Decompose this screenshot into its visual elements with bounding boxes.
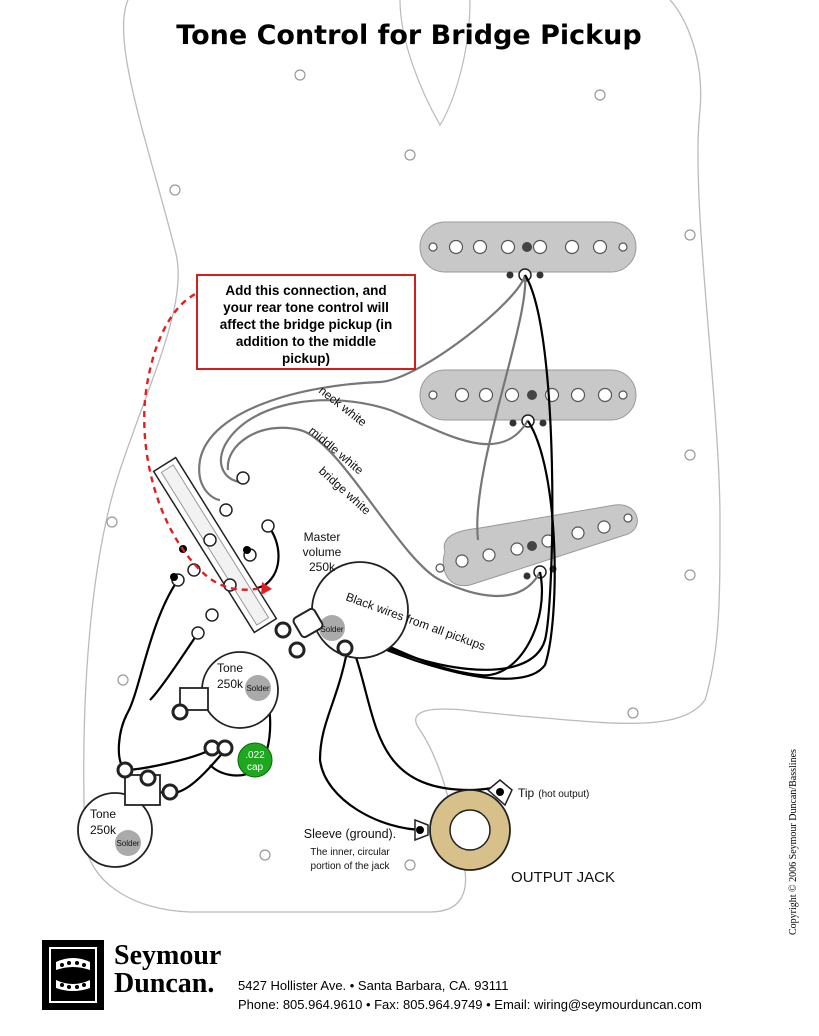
master-volume-value: 250k: [309, 560, 336, 574]
jack-sleeve-note2: portion of the jack: [311, 861, 391, 872]
screw-holes: [106, 69, 696, 871]
tone-pot-bridge: [77, 761, 179, 868]
tone2-solder: Solder: [116, 839, 139, 848]
brand-line-2: Duncan.: [114, 968, 215, 999]
copyright: Copyright © 2006 Seymour Duncan/Bassline…: [788, 749, 799, 935]
brand-name: Seymour Duncan.: [114, 942, 221, 998]
tone-pot-middle: [171, 651, 279, 757]
pickguard-outline: [83, 0, 721, 913]
diagram-title: Tone Control for Bridge Pickup: [176, 20, 641, 51]
master-volume-solder: Solder: [320, 625, 343, 634]
cap-unit: cap: [247, 762, 264, 773]
callout-line-4: addition to the middle: [235, 334, 377, 349]
tone1-solder: Solder: [246, 684, 269, 693]
tone1-label: Tone: [217, 661, 243, 675]
neck-white-label: neck white: [316, 383, 370, 429]
callout-line-2: your rear tone control will: [223, 300, 389, 315]
callout-box: Add this connection, and your rear tone …: [196, 274, 416, 370]
jack-sleeve-note1: The inner, circular: [310, 847, 390, 858]
bridge-pickup: [435, 504, 638, 587]
output-jack: [414, 779, 513, 871]
cap-value: .022: [245, 750, 265, 761]
callout-line-1: Add this connection, and: [225, 283, 387, 298]
bridge-white-label: bridge white: [316, 464, 374, 518]
middle-pickup: [419, 369, 637, 428]
callout-line-5: pickup): [281, 351, 330, 366]
tone1-value: 250k: [217, 677, 244, 691]
brand-line-1: Seymour: [114, 940, 222, 971]
master-volume-pot: [274, 561, 409, 659]
arrow-head: [261, 582, 272, 595]
added-connection-arrow: [143, 288, 263, 591]
jack-name: OUTPUT JACK: [511, 869, 615, 886]
pickguard-inner-curve: [399, 0, 471, 127]
footer: Seymour Duncan. 5427 Hollister Ave. • Sa…: [42, 940, 802, 1030]
seymour-duncan-logo: [42, 940, 104, 1010]
jack-tip: Tip(hot output): [518, 786, 589, 800]
middle-white-label: middle white: [306, 424, 366, 478]
master-volume-label2: volume: [303, 545, 342, 559]
callout-line-3: affect the bridge pickup (in: [219, 317, 393, 332]
white-wires: [198, 274, 541, 597]
logo-icon: [49, 947, 97, 1003]
capacitor: [237, 742, 273, 778]
master-volume-label: Master: [304, 530, 341, 544]
footer-contact: Phone: 805.964.9610 • Fax: 805.964.9749 …: [238, 997, 702, 1012]
jack-sleeve: Sleeve (ground).: [304, 827, 396, 841]
five-way-switch: [152, 456, 278, 640]
footer-address: 5427 Hollister Ave. • Santa Barbara, CA.…: [238, 978, 509, 993]
tone2-label: Tone: [90, 807, 116, 821]
neck-pickup: [419, 221, 637, 282]
tone2-value: 250k: [90, 823, 117, 837]
